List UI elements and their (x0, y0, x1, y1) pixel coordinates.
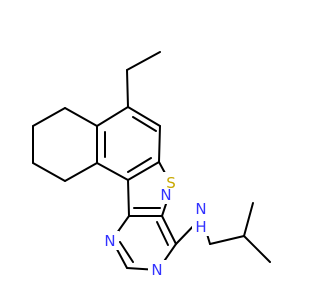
molecule-structure: N S N N N H (32, 51, 271, 279)
bond (127, 161, 160, 181)
atom-nitrogen-amine: N (195, 200, 206, 218)
atom-hydrogen-amine: H (195, 218, 206, 236)
bond (126, 69, 129, 108)
bond (32, 107, 66, 127)
bond (156, 221, 169, 246)
atom-labels: N S N N N H (104, 174, 206, 279)
bond (243, 202, 254, 237)
atom-nitrogen-pyridine: N (160, 186, 171, 204)
bonds (32, 51, 271, 271)
bond (64, 162, 98, 182)
bond (158, 125, 161, 163)
atom-sulfur: S (166, 174, 176, 192)
mask (162, 172, 180, 194)
bond (209, 235, 245, 245)
mask (192, 200, 211, 236)
bond (119, 241, 134, 263)
atom-masks (102, 172, 211, 279)
atom-nitrogen-pyrimidine-1: N (104, 232, 115, 250)
mask (148, 260, 166, 279)
atom-nitrogen-pyrimidine-2: N (151, 261, 162, 279)
mask (102, 231, 119, 250)
bond (96, 106, 129, 127)
bond (127, 179, 130, 217)
bond (132, 116, 157, 132)
bond (32, 162, 66, 182)
bond (64, 107, 98, 127)
bond (127, 157, 152, 173)
bond (127, 106, 161, 127)
bond (243, 235, 271, 263)
bond (96, 162, 129, 181)
bond (126, 51, 161, 71)
bond (161, 215, 177, 245)
